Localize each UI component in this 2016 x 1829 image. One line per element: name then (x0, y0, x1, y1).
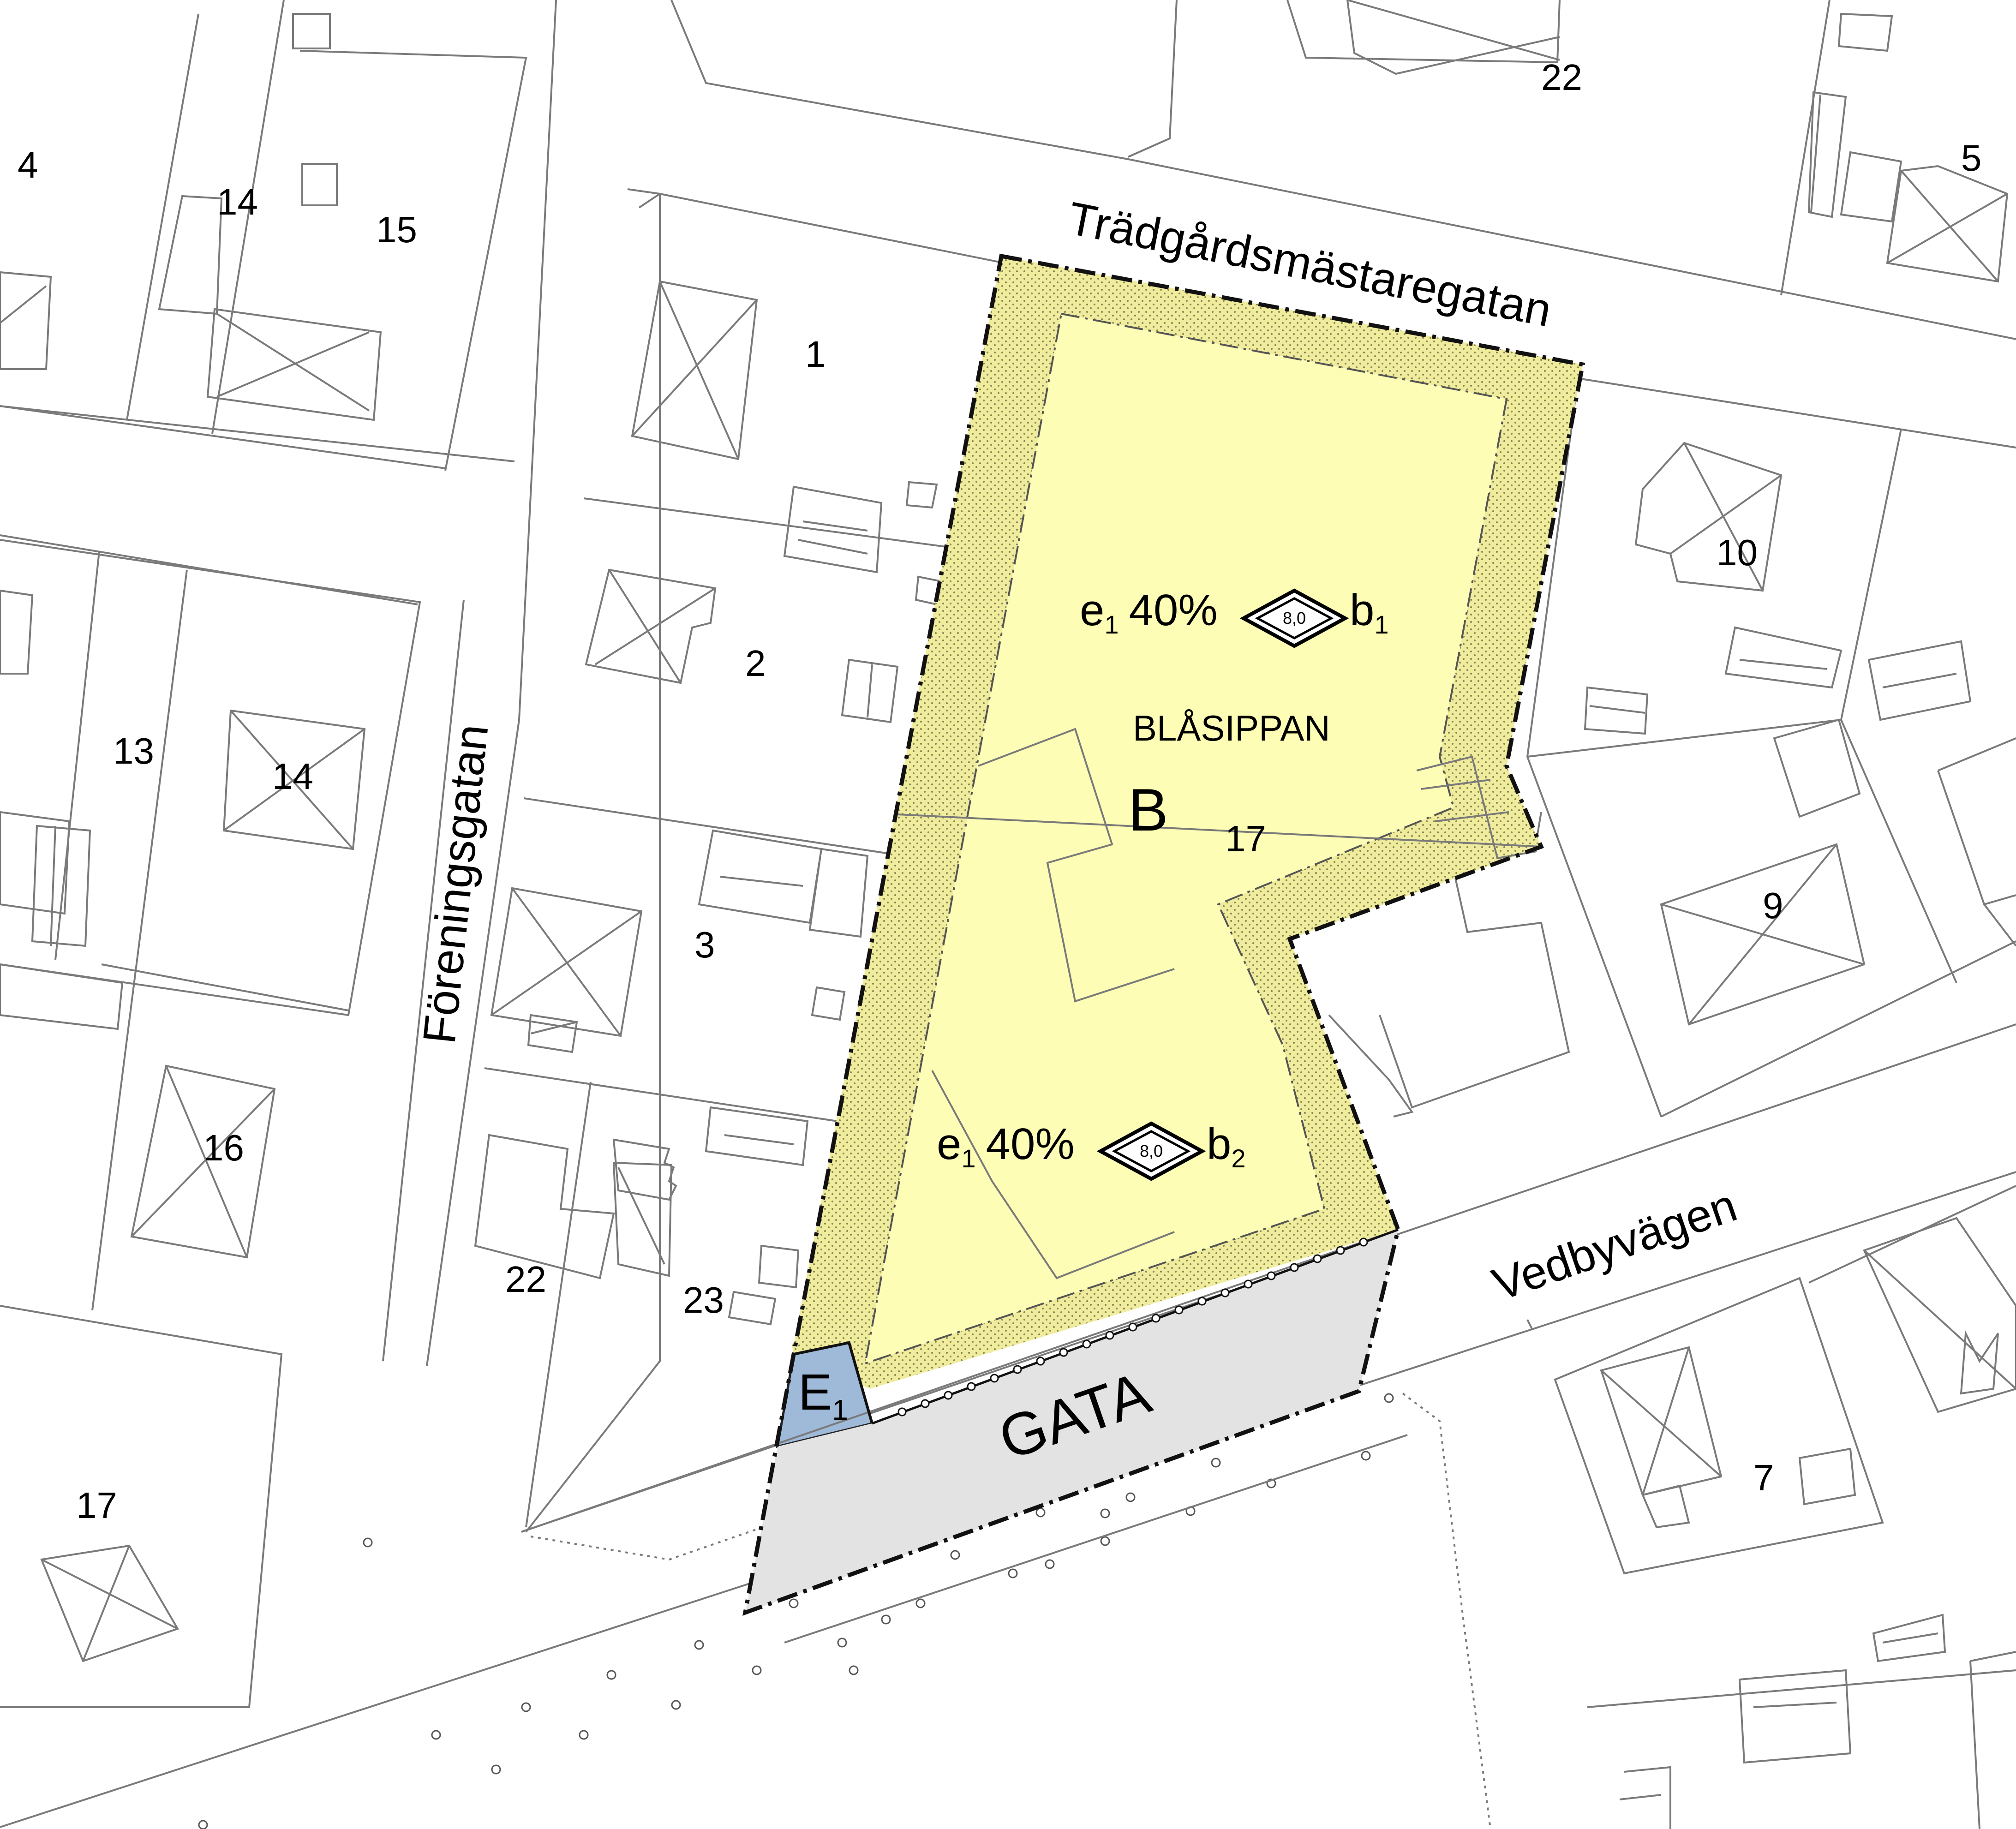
technical-code-e1: E1 (798, 1364, 848, 1426)
parcel-number: 5 (1961, 137, 1982, 179)
regulation-b2: b2 (1207, 1119, 1246, 1173)
height-diamond-1: 8,0 (1239, 588, 1349, 648)
parcel-number: 15 (376, 209, 417, 250)
parcel-number: 23 (683, 1279, 724, 1321)
no-access-line (872, 1228, 1399, 1425)
street-edge-cross-north (0, 405, 515, 462)
street-edge-tradgard-north (670, 0, 2016, 340)
plan-boundary (742, 253, 1585, 1616)
parcel-number: 9 (1763, 885, 1783, 926)
height-diamond-2: 8,0 (1096, 1121, 1206, 1181)
regulation-b1: b1 (1350, 586, 1389, 639)
parcel-number: 3 (694, 924, 715, 965)
plan-overlay: 8,0 8,0 (521, 253, 1585, 1644)
parcel-number: 14 (272, 756, 313, 797)
street-edge-forening-west (382, 599, 465, 1362)
parcel-number: 22 (505, 1259, 546, 1300)
parcel-number: 22 (1541, 57, 1582, 98)
buildable-area (864, 312, 1508, 1365)
use-code-b: B (1128, 776, 1168, 843)
street-edge-forening-east (426, 0, 557, 1366)
street-area-gata (745, 1230, 1398, 1613)
parcel-number: 10 (1717, 532, 1758, 573)
parcel-number: 14 (217, 181, 258, 222)
parcel-number: 17 (1225, 818, 1266, 859)
block-name: BLÅSIPPAN (1133, 708, 1330, 748)
road-curve (1526, 1319, 1533, 1329)
parcel-number: 2 (745, 643, 766, 684)
parcel-number: 4 (18, 144, 38, 185)
parcel-number: 17 (76, 1485, 117, 1526)
height-value-2: 8,0 (1140, 1142, 1163, 1160)
parcel-number: 7 (1753, 1457, 1774, 1498)
parcel-number: 13 (113, 730, 154, 771)
tree-symbols (198, 1393, 1394, 1829)
parcel-number: 16 (203, 1127, 244, 1168)
height-value-1: 8,0 (1283, 609, 1306, 628)
street-edge-cross-south (0, 534, 418, 605)
parcel-number: 1 (805, 334, 826, 375)
